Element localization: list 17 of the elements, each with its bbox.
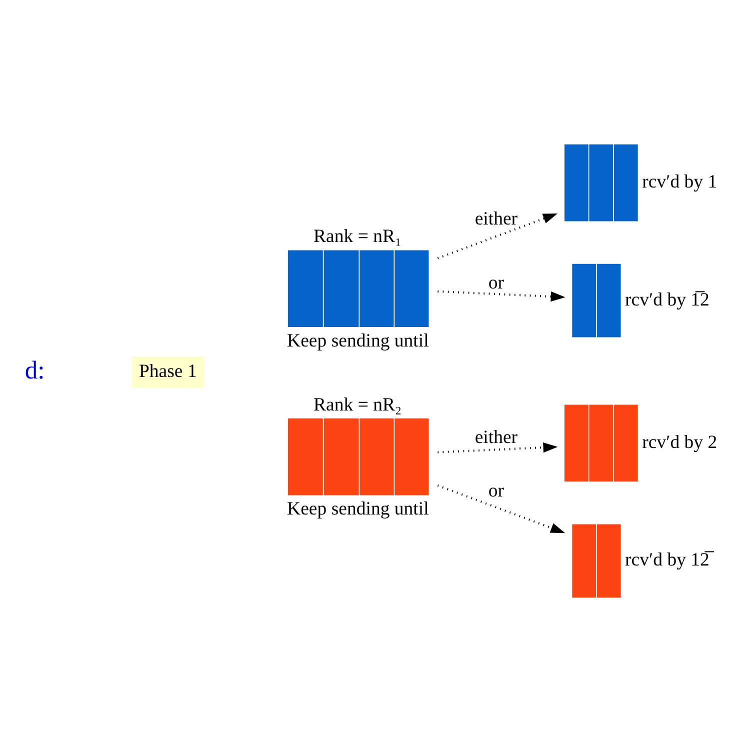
label: d: <box>24 356 45 385</box>
node-label: rcv′d by 2 <box>642 432 718 453</box>
arrow <box>438 290 566 302</box>
arrow <box>437 213 558 260</box>
node-label: rcv′d by 1̅2 <box>625 289 710 310</box>
edge-label: or <box>488 272 504 294</box>
edge-label: or <box>488 480 504 502</box>
arrow <box>437 484 566 534</box>
edge-label: either <box>474 208 518 230</box>
node-label: Rank = nR₂ <box>314 394 402 416</box>
edge-label: either <box>474 426 518 448</box>
arrow <box>438 442 558 454</box>
node-box: Phase 1 <box>132 356 204 388</box>
node-label: Keep sending until <box>287 330 429 352</box>
node-label: Keep sending until <box>287 498 429 520</box>
node-label: rcv′d by 1 <box>642 172 718 193</box>
node-label: Rank = nR₁ <box>314 226 402 248</box>
